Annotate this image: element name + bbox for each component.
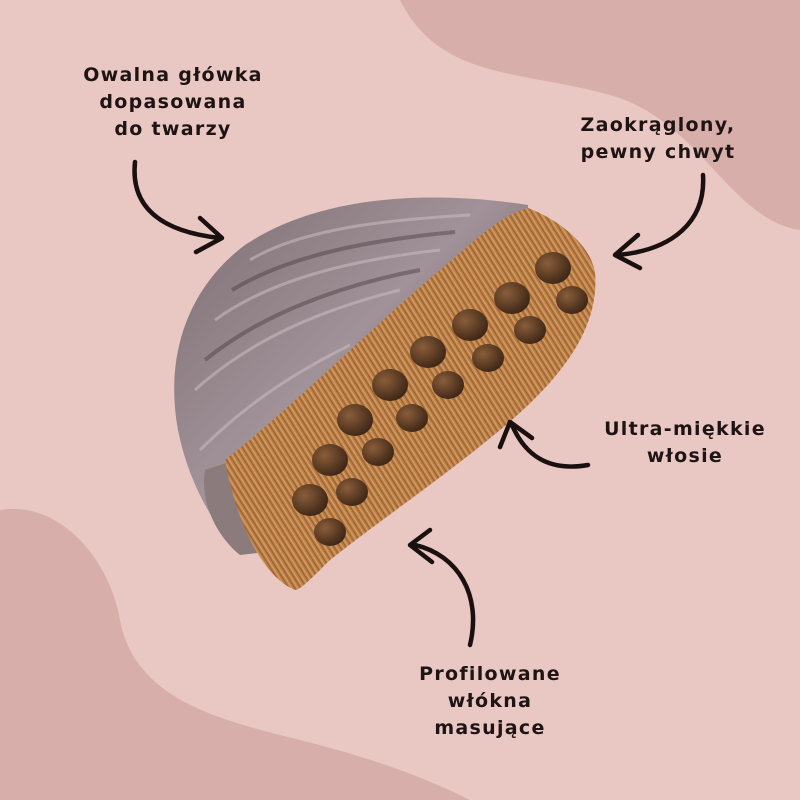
callout-line: Ultra-miękkie	[604, 418, 766, 440]
face-brush	[174, 197, 596, 590]
callout-line: włosie	[646, 445, 724, 467]
curved-arrow-icon	[407, 527, 476, 648]
callout-line: masujące	[434, 717, 546, 739]
callout-line: pewny chwyt	[580, 141, 736, 163]
callout-line: Owalna główka	[83, 64, 263, 86]
handle-marble-swirls	[193, 213, 471, 452]
curved-arrow-icon	[612, 172, 706, 271]
background-blob-bottom-left	[0, 508, 470, 800]
callout-line: dopasowana	[99, 91, 247, 113]
callout-grip: Zaokrąglony, pewny chwyt	[548, 112, 768, 166]
handle-dark-swirls	[203, 230, 456, 362]
callout-line: do twarzy	[114, 118, 232, 140]
callout-oval-head: Owalna główka dopasowana do twarzy	[58, 62, 288, 143]
callout-line: Zaokrąglony,	[580, 114, 736, 136]
callout-line: Profilowane	[419, 663, 561, 685]
callout-line: włókna	[447, 690, 533, 712]
callout-soft-bristles: Ultra-miękkie włosie	[580, 416, 790, 470]
curved-arrow-icon	[132, 159, 225, 255]
callout-massage-fibers: Profilowane włókna masujące	[380, 661, 600, 742]
curved-arrow-icon	[497, 419, 591, 469]
background-blob-top-right	[400, 0, 800, 230]
massage-nubs	[292, 252, 588, 546]
